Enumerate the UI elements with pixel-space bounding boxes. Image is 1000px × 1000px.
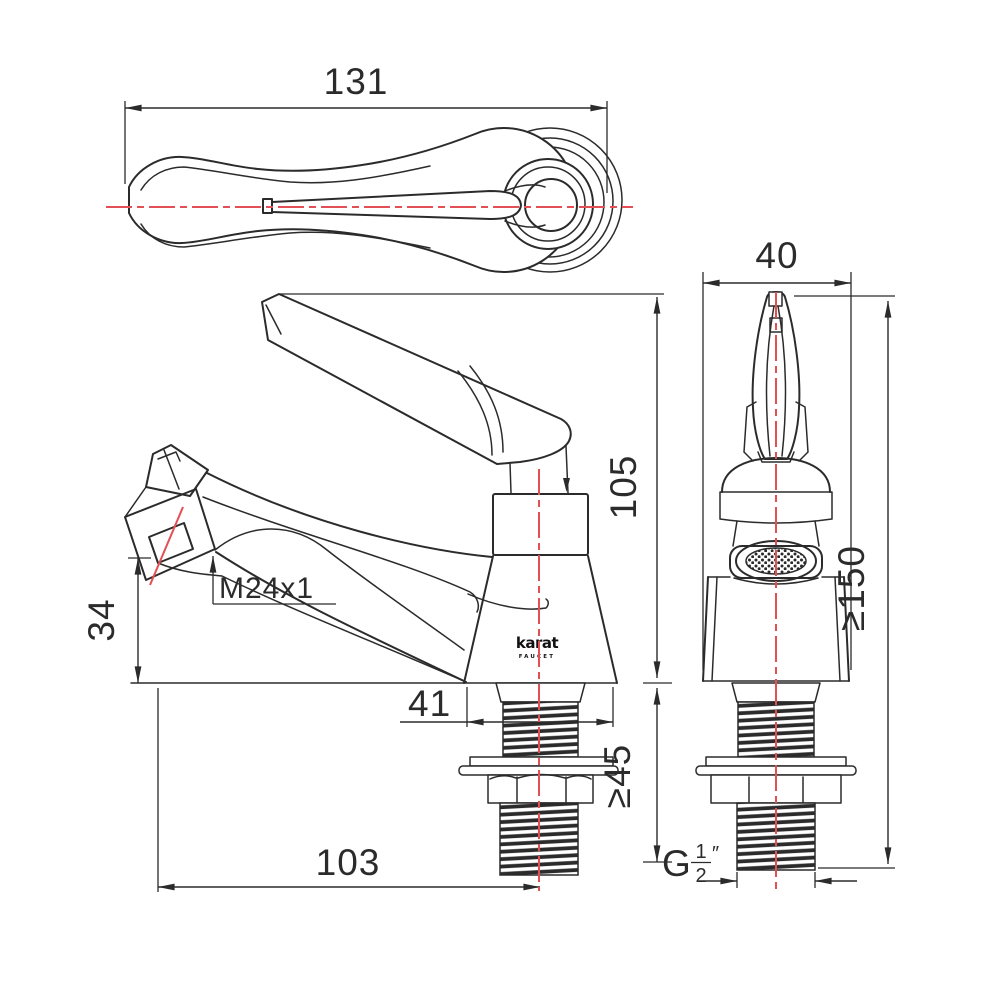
front-cone-left-edge — [463, 555, 494, 684]
side-view-faucet: 40 ≥150 G 1 2 ″ — [662, 235, 895, 889]
spout-nose — [145, 444, 209, 497]
brand-name: karat — [516, 634, 559, 652]
front-handle-blade — [261, 293, 572, 465]
spout-nose-notch — [157, 451, 181, 462]
spout-nose-facet — [163, 449, 180, 490]
front-view-faucet: karat FAUCET 105 34 M24x1 41 — [81, 293, 672, 892]
dim-45-label: ≥45 — [597, 744, 638, 808]
front-shank-neck — [495, 682, 586, 703]
dim-41: 41 — [400, 683, 614, 727]
dim-g-half-inch: G 1 2 ″ — [662, 841, 857, 888]
dim-105-label: 105 — [603, 455, 644, 520]
front-handle-cap-seam-1 — [457, 370, 493, 456]
spout-arm-hump — [214, 528, 465, 651]
dim-34: 34 — [81, 557, 151, 683]
dim-105: 105 — [280, 293, 664, 678]
front-thread-upper — [502, 701, 579, 758]
brand-tagline: FAUCET — [519, 654, 555, 660]
dim-g-denominator: 2 — [695, 865, 706, 887]
side-housing-left — [732, 520, 738, 547]
side-fork-right — [795, 401, 809, 462]
dim-40-label: 40 — [755, 235, 798, 276]
dim-m24x1: M24x1 — [209, 556, 336, 605]
front-handle-tip-facet — [265, 304, 282, 335]
front-cone-right-edge — [587, 555, 618, 684]
side-fork-left — [743, 401, 757, 462]
front-hex-nut — [487, 774, 594, 804]
front-nut-chamfer — [489, 773, 592, 780]
dim-m24x1-label: M24x1 — [219, 572, 314, 605]
front-neck-arrow — [563, 478, 570, 492]
side-blade-lens-right — [777, 305, 787, 457]
handle-lever-inner-top — [140, 165, 431, 191]
dim-41-label: 41 — [408, 683, 451, 724]
dim-g-label: G — [662, 843, 692, 884]
side-aerator-ring — [729, 545, 823, 579]
front-washer-top — [469, 756, 614, 767]
spout-underside — [157, 562, 467, 683]
dim-150-label: ≥150 — [831, 545, 872, 631]
dim-g-inch-mark: ″ — [712, 843, 719, 865]
side-housing-right — [814, 520, 820, 547]
dim-150: ≥150 — [794, 295, 895, 869]
spout-arm-bottom-edge — [215, 551, 467, 683]
front-cartridge-cap — [492, 493, 589, 556]
front-handle-neck-left — [509, 462, 512, 494]
top-view-handle: 131 — [106, 61, 633, 273]
side-blade-foot — [757, 451, 795, 463]
dim-g-numerator: 1 — [695, 841, 706, 863]
dim-131-label: 131 — [324, 61, 389, 102]
dim-45: ≥45 — [597, 682, 672, 863]
dim-34-label: 34 — [81, 598, 122, 641]
dim-40: 40 — [702, 235, 852, 670]
dim-103: 103 — [157, 688, 540, 892]
front-hub-arc — [467, 593, 549, 610]
spout-aerator-outline — [148, 522, 194, 564]
dim-131: 131 — [124, 61, 608, 193]
spout-arm-ridge — [202, 496, 480, 613]
handle-keyhole — [524, 178, 578, 232]
side-blade-lens-left — [765, 305, 775, 457]
handle-fork-bottom — [504, 220, 546, 228]
front-handle-cap-seam-2 — [469, 365, 504, 453]
brand-logo: karat FAUCET — [516, 634, 559, 660]
spout-arm-top-edge — [206, 472, 493, 558]
handle-fork-top — [504, 184, 546, 192]
spout-side-edge — [124, 486, 147, 518]
handle-lever-inner-bottom — [140, 223, 431, 249]
handle-needle — [271, 190, 522, 220]
spout-thread-mark — [149, 506, 184, 586]
dim-103-label: 103 — [316, 842, 381, 883]
side-ring — [719, 491, 833, 524]
